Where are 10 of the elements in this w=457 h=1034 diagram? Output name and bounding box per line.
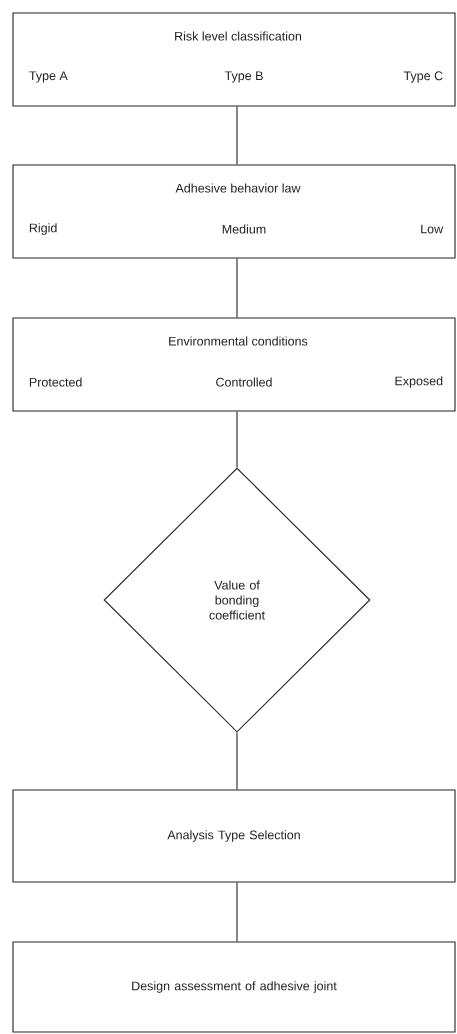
connector-line	[236, 106, 238, 165]
connector-line	[236, 882, 238, 942]
process-box: Design assessment of adhesive joint	[12, 941, 456, 1033]
connector-line	[236, 258, 238, 318]
connector-line	[236, 732, 238, 790]
process-box: Risk level classification Type A Type B Type C	[12, 12, 456, 107]
connector-line	[236, 411, 238, 468]
process-box: Analysis Type Selection	[12, 789, 456, 883]
process-box: Environmental conditions Protected Controlled Exposed	[12, 317, 456, 412]
process-box: Adhesive behavior law Rigid Medium Low	[12, 164, 456, 259]
